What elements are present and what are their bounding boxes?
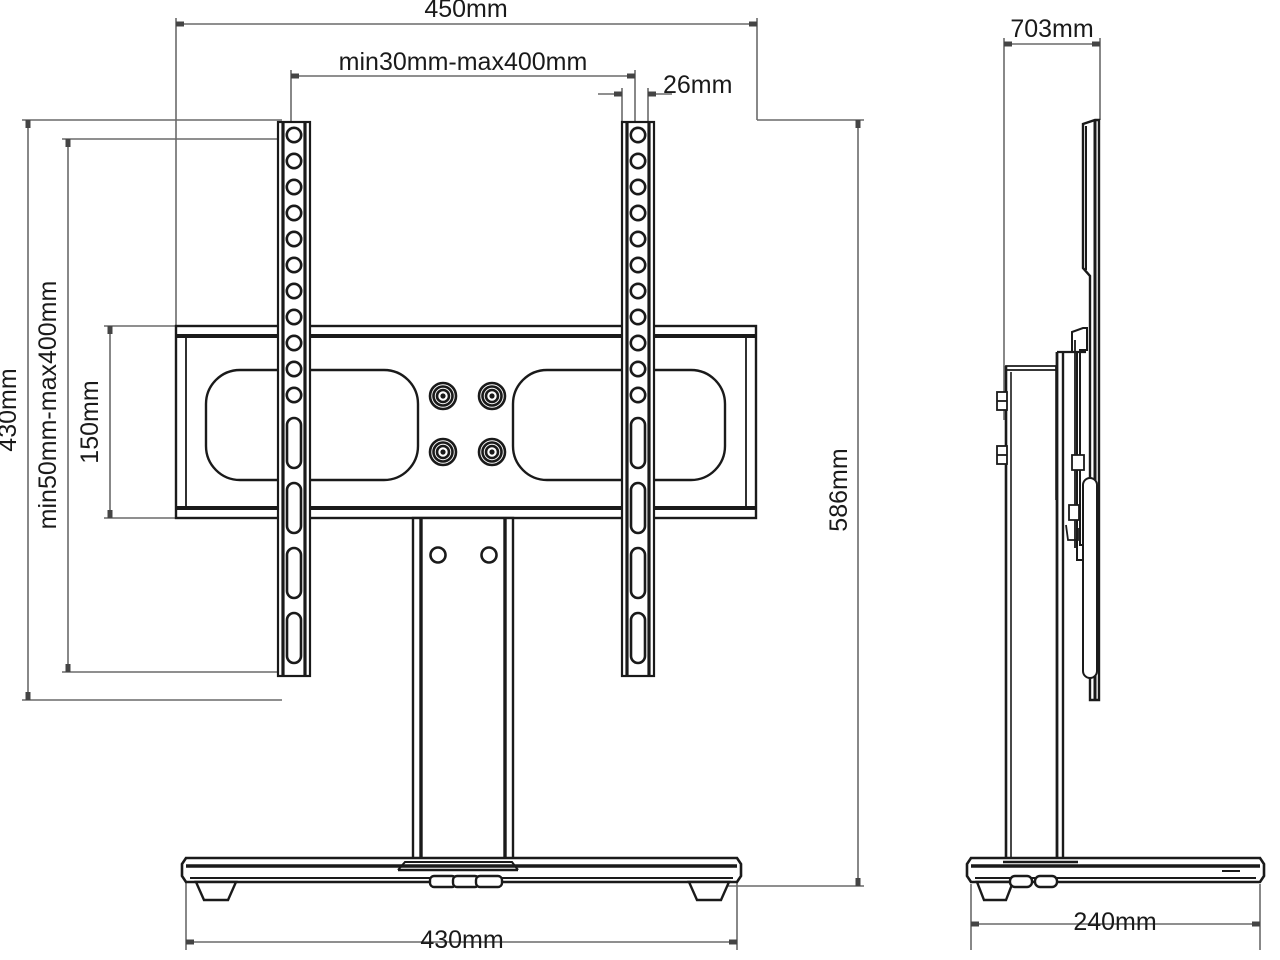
side-base-foot [975, 880, 1015, 902]
rail-right-round-holes [629, 126, 647, 404]
side-dimension-lines [970, 38, 1261, 950]
post-hole-left [429, 546, 447, 564]
label-rail-span: min30mm-max400mm [339, 48, 588, 76]
label-height-586: 586mm [825, 448, 853, 531]
base-plate-front [180, 856, 743, 902]
label-rail-26: 26mm [663, 71, 732, 99]
label-base-430: 430mm [420, 926, 503, 954]
rail-left [276, 120, 312, 678]
rail-left-slots [285, 416, 303, 665]
base-foot-right [687, 880, 731, 902]
side-center-post [1055, 350, 1086, 862]
rail-right [620, 120, 656, 678]
side-view-part [965, 118, 1266, 902]
label-height-430: 430mm [0, 368, 22, 451]
label-side-703: 703mm [1010, 15, 1093, 43]
side-base-pads [1008, 874, 1059, 889]
label-width-450: 450mm [424, 0, 507, 23]
wall-plate [174, 324, 758, 520]
base-foot-left [194, 880, 238, 902]
front-view-part [174, 120, 758, 902]
rail-right-slots [629, 416, 647, 665]
side-bracket-profile [1065, 327, 1098, 679]
rail-left-round-holes [285, 126, 303, 404]
dimension-labels: 450mm min30mm-max400mm 26mm 430mm min50m… [0, 0, 1157, 954]
side-plate-edge [996, 365, 1057, 862]
base-center-pads [428, 874, 504, 889]
center-post [411, 516, 515, 863]
side-latch-blocks [996, 391, 1008, 465]
label-side-240: 240mm [1073, 908, 1156, 936]
label-plate-150: 150mm [76, 380, 104, 463]
label-vertical-adjust: min50mm-max400mm [34, 281, 62, 530]
post-hole-right [480, 546, 498, 564]
base-plate-side [965, 856, 1266, 902]
plate-cutout-left [204, 368, 420, 482]
plate-cutout-right [511, 368, 727, 482]
front-dimension-lines [22, 18, 864, 950]
